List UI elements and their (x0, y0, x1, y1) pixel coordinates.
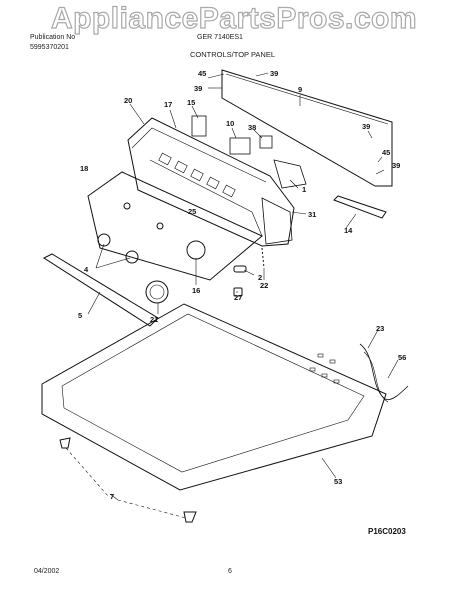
callout-27: 27 (234, 293, 242, 302)
back-panel-part (221, 69, 393, 187)
callout-18: 18 (80, 164, 88, 173)
switch-part (191, 115, 207, 137)
callout-39: 39 (194, 84, 202, 93)
section-title: CONTROLS/TOP PANEL (190, 50, 276, 59)
callout-39c: 39 (362, 122, 370, 131)
callout-7: 7 (110, 492, 114, 501)
page-number: 6 (228, 568, 232, 575)
hinge-pin-part (59, 437, 71, 449)
control-console-part (127, 117, 295, 247)
timer-1-part (273, 159, 307, 189)
knob-ring-part (145, 280, 169, 304)
callout-56: 56 (398, 353, 406, 362)
callout-22: 22 (260, 281, 268, 290)
callout-23: 23 (376, 324, 384, 333)
callout-10: 10 (226, 119, 234, 128)
callout-38: 38 (248, 123, 256, 132)
model-number: GER 7140ES1 (197, 34, 243, 41)
callout-2: 2 (258, 273, 262, 282)
callout-15: 15 (187, 98, 195, 107)
hinge-pin-part-2 (183, 511, 197, 523)
callout-21: 21 (150, 315, 158, 324)
top-panel-part (41, 303, 387, 491)
switch-38-part (259, 135, 273, 149)
trim-strip-part (42, 253, 159, 327)
callout-25: 25 (188, 207, 196, 216)
callout-53: 53 (334, 477, 342, 486)
callout-14: 14 (344, 226, 353, 235)
callout-17: 17 (164, 100, 172, 109)
callout-45b: 45 (382, 148, 390, 157)
callout-9: 9 (298, 85, 302, 94)
control-panel-front (87, 171, 263, 281)
callout-45: 45 (198, 69, 206, 78)
callout-39d: 39 (392, 161, 400, 170)
bracket-part (261, 197, 293, 245)
callout-20: 20 (124, 96, 132, 105)
callout-5: 5 (78, 311, 82, 320)
part-14 (333, 195, 387, 219)
footer-date: 04/2002 (34, 568, 60, 575)
callout-4: 4 (84, 265, 89, 274)
callout-39b: 39 (270, 69, 278, 78)
watermark-logo: AppliancePartsPros.com (50, 1, 418, 35)
timer-part (229, 137, 251, 155)
part-22 (261, 247, 265, 269)
callout-1: 1 (302, 185, 306, 194)
callout-16: 16 (192, 286, 200, 295)
part-27 (233, 287, 243, 297)
publication-number: 5995370201 (30, 44, 69, 51)
part-2 (233, 265, 247, 273)
callout-31: 31 (308, 210, 316, 219)
figure-code: P16C0203 (368, 527, 406, 536)
publication-label: Publication No (30, 34, 76, 41)
